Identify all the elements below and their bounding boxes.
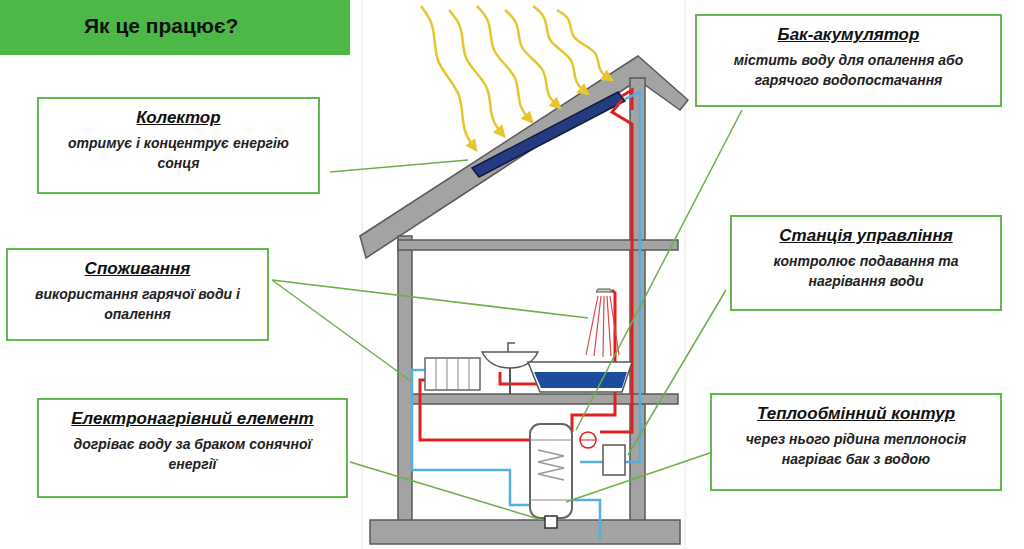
- callout-heading: Споживання: [18, 258, 257, 280]
- callout-text: через нього рідина теплоносія нагріває б…: [722, 429, 990, 470]
- sun-ray: [449, 10, 504, 136]
- callout-heading: Бак-акумулятор: [707, 24, 990, 46]
- control-station: [580, 432, 625, 475]
- callout-heading: Колектор: [49, 107, 308, 129]
- sun-ray: [533, 6, 588, 94]
- callout-box: Теплообмінний контур через нього рідина т…: [710, 393, 1002, 491]
- heating-element: [545, 516, 557, 528]
- sun-ray: [557, 10, 612, 80]
- sun-rays: [421, 6, 612, 150]
- cold-pipe: [572, 500, 600, 540]
- solar-collector: [472, 92, 625, 177]
- callout-heading: Станція управління: [742, 225, 990, 247]
- callout-text: догріває воду за браком сонячної енергії: [49, 434, 336, 475]
- sun-ray: [505, 10, 560, 108]
- guide-line: [685, 0, 686, 549]
- middle-floor: [412, 394, 678, 404]
- attic-floor: [398, 240, 678, 250]
- shower: [586, 289, 619, 357]
- callout-text: містить воду для опалення або гарячого в…: [707, 50, 990, 91]
- title: Як це працює?: [0, 0, 350, 38]
- sun-ray: [421, 6, 476, 150]
- house-frame: [360, 56, 688, 544]
- storage-tank: [530, 424, 572, 528]
- callout-text: отримує і концентрує енергію сонця: [49, 133, 308, 174]
- radiator: [425, 358, 480, 390]
- callout-heading: Електронагрівний елемент: [49, 408, 336, 430]
- title-bar: Як це працює?: [0, 0, 350, 55]
- callout-box: Станція управління контролює подавання та…: [730, 215, 1002, 311]
- ground-floor: [370, 520, 680, 544]
- callout-text: використання гарячої води і опалення: [18, 284, 257, 325]
- callout-box: Споживання використання гарячої води і оп…: [6, 248, 269, 341]
- callout-box: Колектор отримує і концентрує енергію сон…: [37, 97, 320, 194]
- sink: [482, 343, 538, 394]
- guide-line: [362, 0, 363, 549]
- callout-text: контролює подавання та нагрівання води: [742, 251, 990, 292]
- callout-box: Електронагрівний елемент догріває воду за…: [37, 398, 348, 498]
- sun-ray: [477, 6, 532, 122]
- callout-heading: Теплообмінний контур: [722, 403, 990, 425]
- hot-pipe: [572, 290, 615, 432]
- callout-box: Бак-акумулятор містить воду для опалення …: [695, 14, 1002, 107]
- bathtub: [528, 362, 632, 392]
